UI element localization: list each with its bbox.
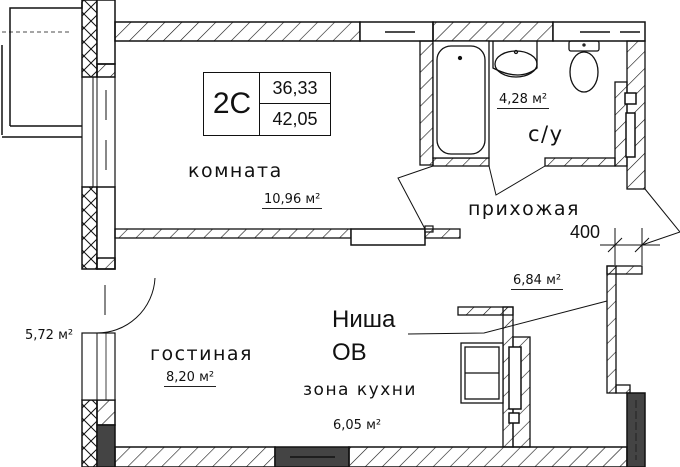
room-name-hallway: прихожая — [468, 198, 580, 220]
dimension-label: 400 — [570, 222, 601, 242]
balcony — [1, 2, 83, 138]
room-area-living: 8,20 м² — [164, 370, 217, 387]
stove — [460, 342, 504, 404]
balcony-door-swing — [94, 277, 156, 334]
bottom-exterior-wall — [114, 446, 628, 467]
room-name-living: гостиная — [150, 343, 253, 365]
toilet — [568, 40, 600, 93]
partition-komnata-gostinaya — [114, 225, 461, 246]
niche-leader-line — [407, 300, 608, 335]
niche-ov-label: ОВ — [332, 339, 367, 366]
sink — [492, 41, 538, 78]
room-name-kitchen: зона кухни — [303, 380, 417, 400]
komnata-door-swing — [397, 165, 434, 230]
dimension-400-marks — [600, 228, 660, 265]
right-wall — [606, 265, 646, 467]
bathroom-door-swing — [488, 165, 546, 196]
niche-label: Ниша — [332, 306, 396, 333]
window-left-lower — [81, 332, 116, 401]
room-area-balcony: 5,72 м² — [25, 328, 74, 343]
window-left-upper — [81, 77, 116, 187]
room-area-kitchen: 6,05 м² — [333, 418, 382, 433]
room-area-komnata: 10,96 м² — [262, 192, 323, 209]
room-area-bathroom: 4,28 м² — [497, 92, 550, 109]
apartment-type-code: 2С — [203, 72, 261, 136]
bathtub — [432, 40, 490, 159]
total-area-value: 42,05 — [259, 103, 331, 136]
kitchen-niche-walls — [457, 306, 531, 448]
room-name-bathroom: с/у — [528, 122, 564, 146]
room-name-komnata: комната — [188, 160, 283, 182]
room-area-hallway: 6,84 м² — [511, 273, 564, 290]
living-area-value: 36,33 — [259, 72, 331, 105]
top-exterior-wall — [114, 21, 646, 42]
entrance-door-swing — [641, 188, 680, 246]
